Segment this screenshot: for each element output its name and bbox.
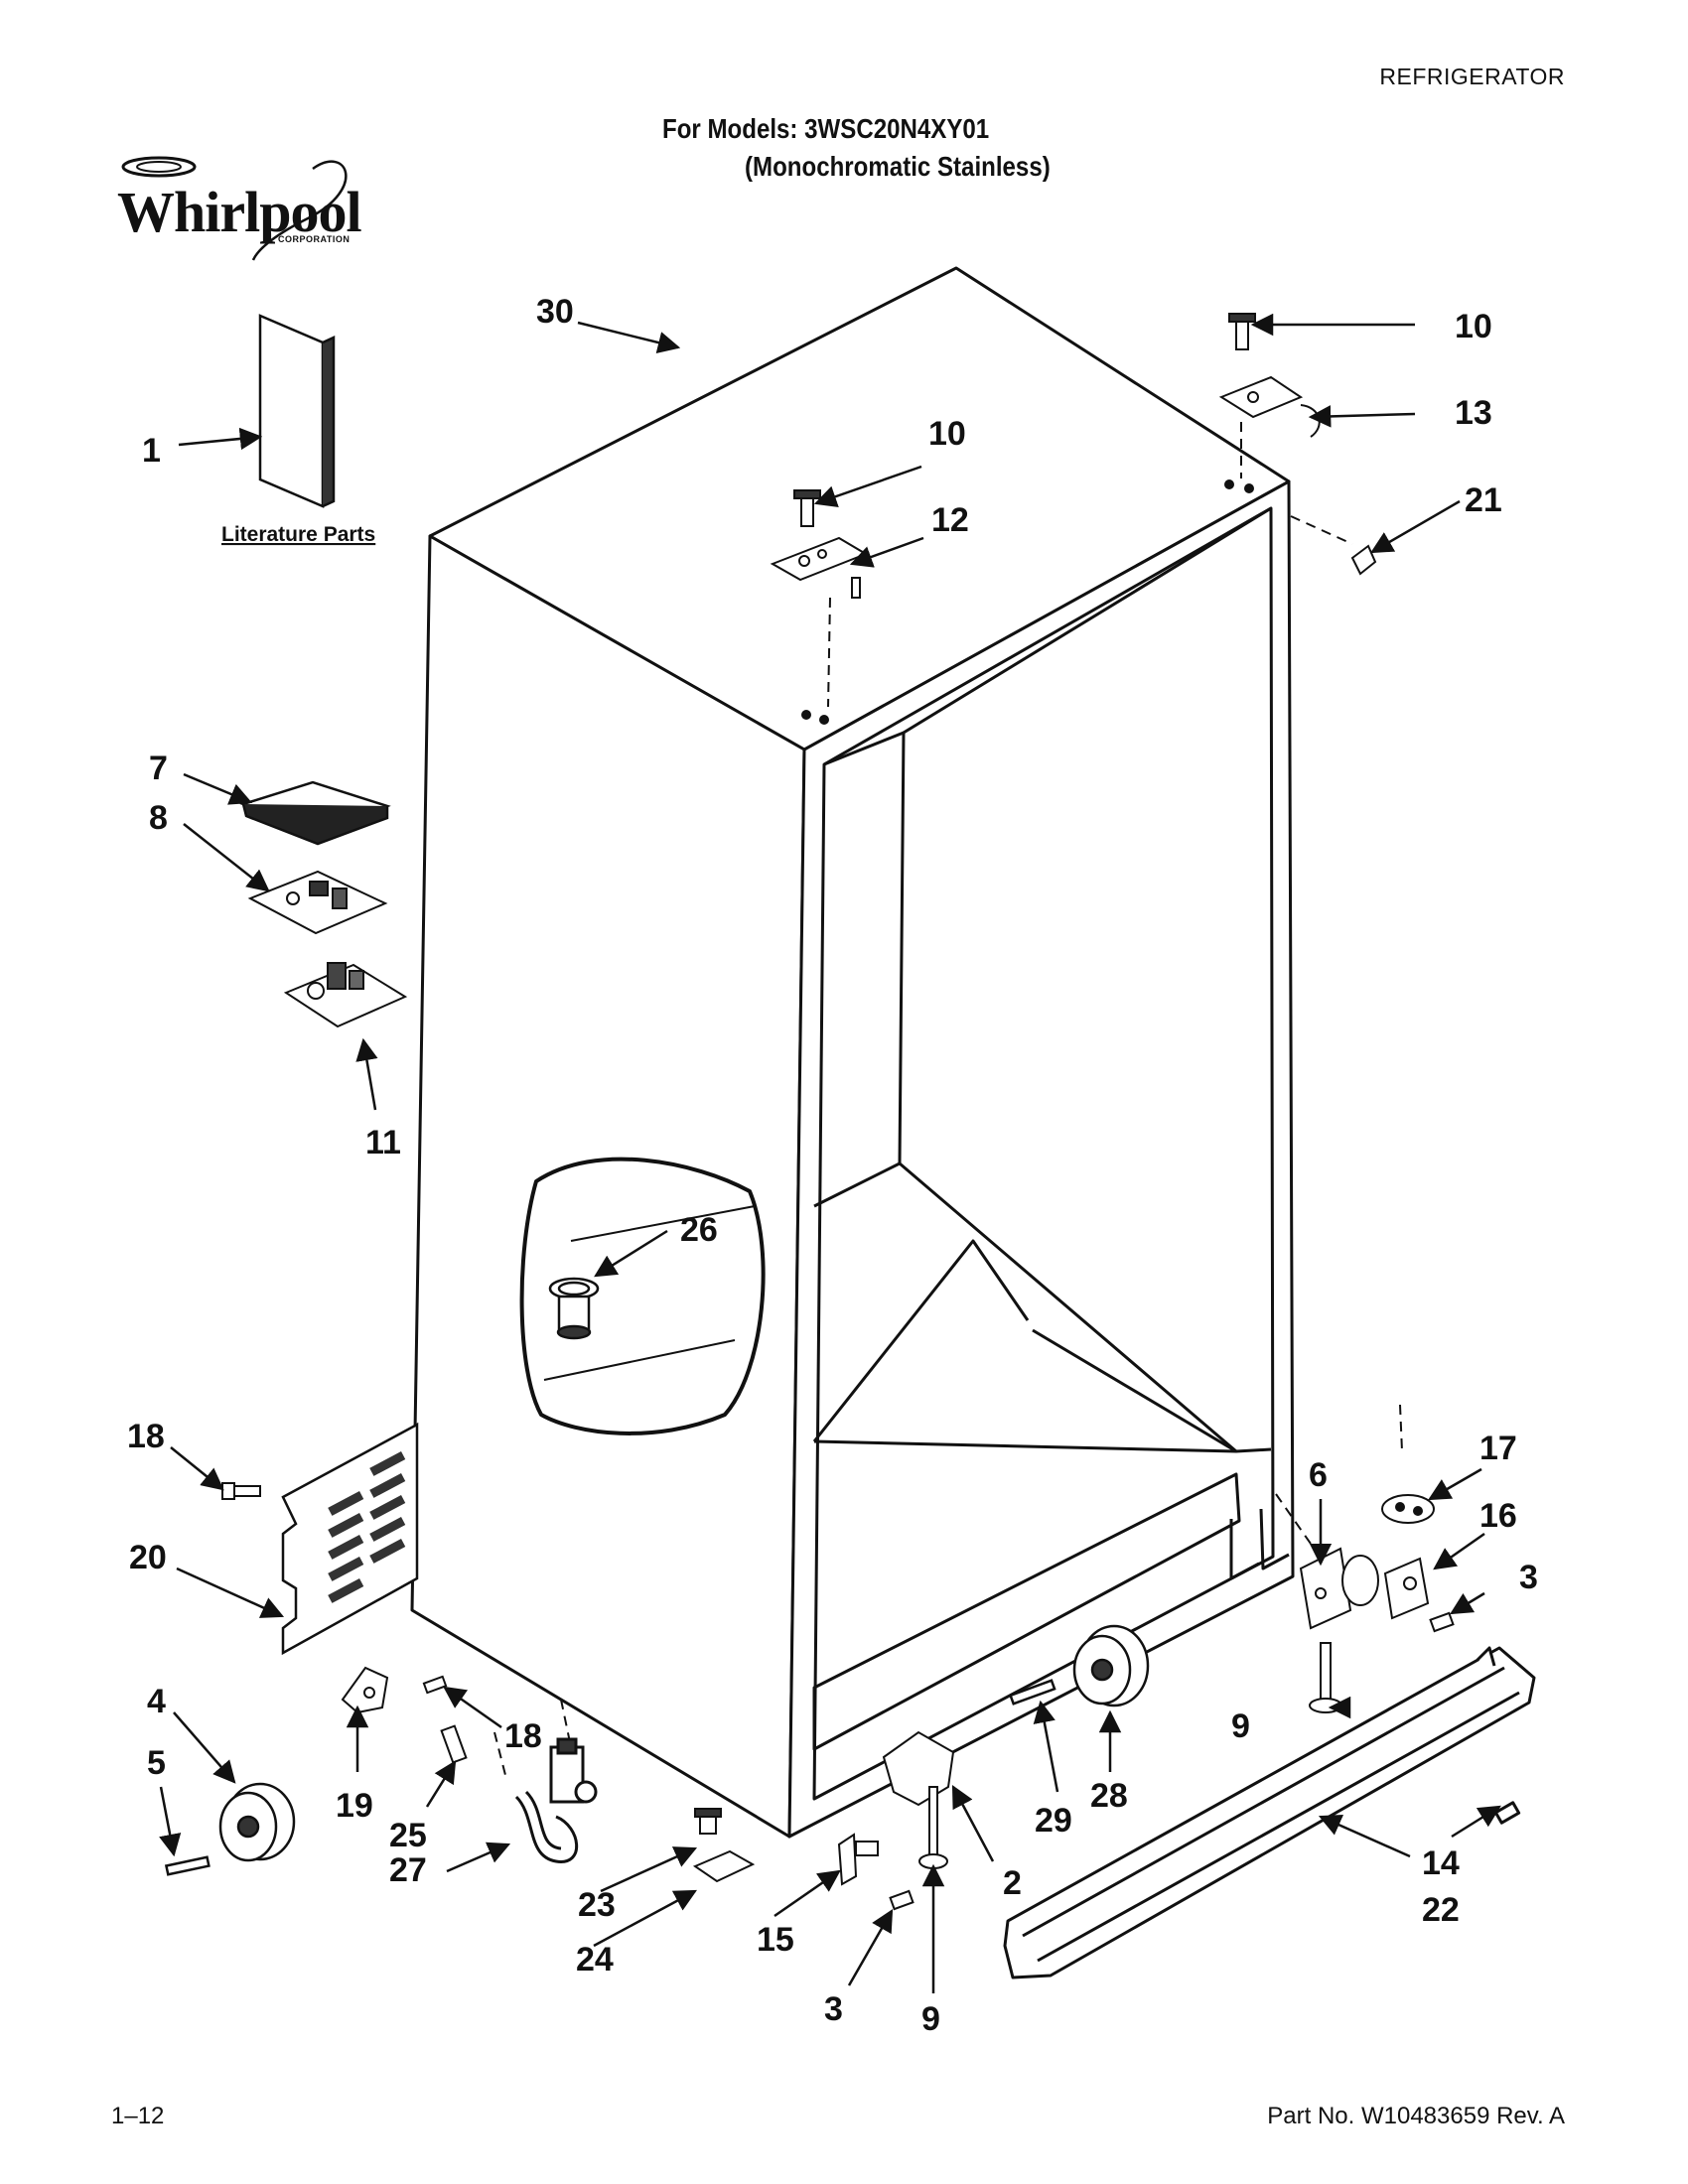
callout-20: 20 [129,1539,167,1576]
page-number: 1–12 [111,2103,165,2129]
whirlpool-logo: Whirlpool CORPORATION [109,149,377,268]
callout-17: 17 [1479,1430,1517,1467]
vent-panel-icon [281,1422,419,1656]
callout-3a: 3 [1519,1559,1538,1596]
callout-8: 8 [149,799,168,837]
water-tube-icon [514,1737,598,1863]
callout-3b: 3 [824,1990,843,2028]
callout-5: 5 [147,1744,166,1782]
control-cover-icon [239,780,391,846]
callout-18a: 18 [127,1418,165,1455]
power-board-icon [283,962,408,1028]
callout-28: 28 [1090,1777,1128,1815]
part-number: Part No. W10483659 Rev. A [1267,2103,1565,2129]
callout-10b: 10 [1455,308,1492,345]
callout-16: 16 [1479,1497,1517,1535]
refrigerator-cabinet [410,266,1295,1839]
callout-23: 23 [578,1886,616,1924]
callout-numbers: 30 1 10 12 10 13 21 7 8 11 26 18 20 6 17… [127,293,1538,2038]
callout-4: 4 [147,1683,166,1720]
callout-21: 21 [1465,481,1502,519]
callout-10a: 10 [928,415,966,453]
base-grille-icon [1003,1646,1536,1979]
callout-26: 26 [680,1211,718,1249]
callout-2: 2 [1003,1864,1022,1902]
bottom-hinge-icon [1299,1494,1455,1633]
callout-29: 29 [1035,1802,1072,1840]
callout-19: 19 [336,1787,373,1825]
callout-30: 30 [536,293,574,331]
clip-icon [1350,544,1377,576]
callout-11: 11 [365,1124,401,1161]
screw-icon [221,1482,261,1500]
front-roller-icon [1009,1624,1150,1707]
callout-15: 15 [757,1921,794,1959]
finish-line: (Monochromatic Stainless) [745,151,1051,182]
callout-14: 14 [1422,1844,1460,1882]
hinge-mount-holes [801,479,1254,725]
logo-wordmark: Whirlpool [117,180,362,244]
callout-27: 27 [389,1851,427,1889]
leader-arrows [159,313,1501,1993]
callout-25: 25 [389,1817,427,1854]
callout-9b: 9 [1231,1707,1250,1745]
wire-clip-icon [341,1666,468,1764]
callout-24: 24 [576,1941,614,1979]
callout-7: 7 [149,750,168,787]
leveling-leg-icon [1309,1642,1342,1713]
callout-12: 12 [931,501,969,539]
leveling-foot-icon [692,1808,756,1883]
top-hinge-icon [1218,313,1321,438]
callout-18b: 18 [504,1717,542,1755]
roller-bracket-icon [837,1730,955,1911]
logo-swirl-icon [121,156,348,261]
callout-1: 1 [142,432,161,470]
models-line: For Models: 3WSC20N4XY01 [662,113,990,144]
drain-grommet-icon [548,1277,600,1340]
rear-roller-icon [164,1782,296,1876]
literature-parts-label: Literature Parts [221,523,375,546]
callout-9a: 9 [921,2000,940,2038]
literature-parts-icon [258,314,336,508]
callout-13: 13 [1455,394,1492,432]
main-control-board-icon [247,870,388,935]
page-category: REFRIGERATOR [1379,64,1565,89]
callout-22: 22 [1422,1891,1460,1929]
callout-6: 6 [1309,1456,1328,1494]
logo-corporation: CORPORATION [278,234,351,244]
